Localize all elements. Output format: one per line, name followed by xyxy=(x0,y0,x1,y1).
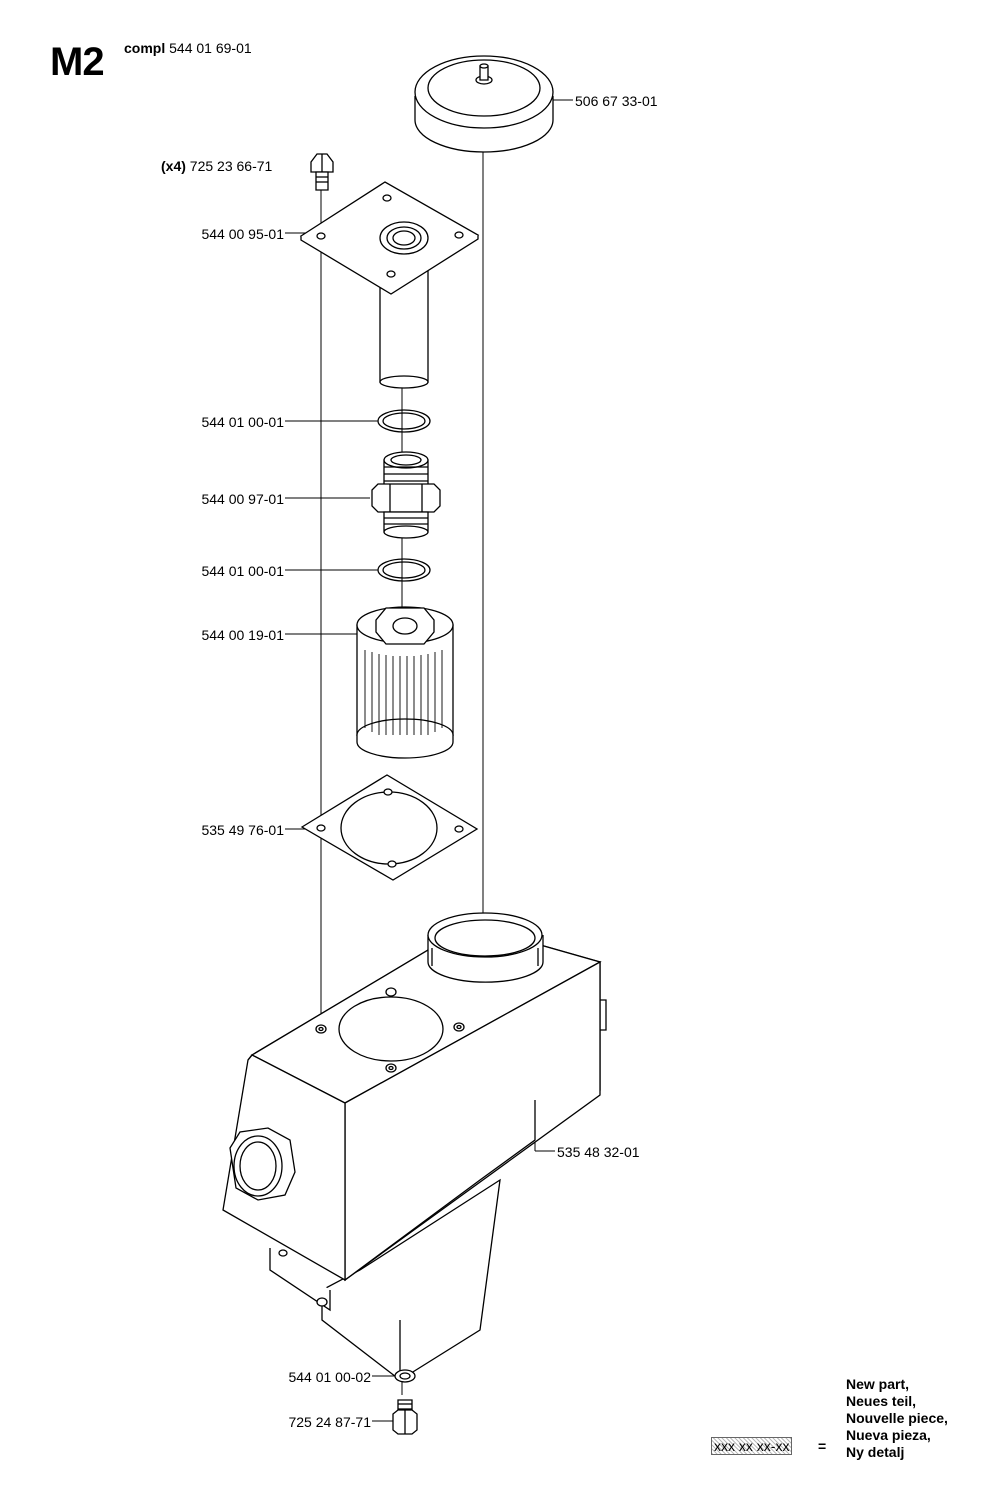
oring-upper-part xyxy=(378,410,430,432)
compl-number: 544 01 69-01 xyxy=(169,40,252,56)
part-label-flange-plate: 544 00 95-01 xyxy=(201,226,284,242)
new-part-legend: New part, Neues teil, Nouvelle piece, Nu… xyxy=(846,1376,948,1461)
flange-plate-part xyxy=(301,182,478,388)
part-qty-bolt-top: (x4) xyxy=(161,158,186,174)
oring-lower-part xyxy=(378,559,430,581)
legend-equals: = xyxy=(818,1438,827,1454)
part-label-bolt-top: (x4) 725 23 66-71 xyxy=(161,158,272,174)
part-label-oring-lower: 544 01 00-01 xyxy=(201,563,284,579)
part-label-gasket: 535 49 76-01 xyxy=(201,822,284,838)
part-label-nipple: 544 00 97-01 xyxy=(201,491,284,507)
part-label-washer: 544 01 00-02 xyxy=(288,1369,371,1385)
part-label-oring-upper: 544 01 00-01 xyxy=(201,414,284,430)
nipple-part xyxy=(372,452,440,538)
legend-line: Ny detalj xyxy=(846,1444,905,1460)
compl-word: compl xyxy=(124,40,166,56)
assembly-number: compl 544 01 69-01 xyxy=(124,40,252,56)
legend-line: Nueva pieza, xyxy=(846,1427,931,1443)
legend-line: Neues teil, xyxy=(846,1393,917,1409)
legend-line: Nouvelle piece, xyxy=(846,1410,948,1426)
drain-plug-part xyxy=(393,1400,417,1434)
legend-sample-number: xxx xx xx-xx xyxy=(711,1437,793,1455)
filter-pleats xyxy=(365,650,442,739)
cap-part xyxy=(415,56,553,152)
legend-line: New part, xyxy=(846,1376,910,1392)
part-number-bolt-top: 725 23 66-71 xyxy=(189,158,273,174)
part-label-cap: 506 67 33-01 xyxy=(575,93,658,109)
washer-part xyxy=(395,1370,415,1382)
bolt-top-part xyxy=(311,154,333,190)
part-label-filter: 544 00 19-01 xyxy=(201,627,284,643)
part-label-drain-plug: 725 24 87-71 xyxy=(288,1414,371,1430)
gasket-part xyxy=(302,775,477,880)
leader-lines xyxy=(285,100,573,1421)
filter-part xyxy=(357,607,453,758)
page-title: M2 xyxy=(50,40,105,84)
tank-part xyxy=(223,913,606,1380)
part-label-tank: 535 48 32-01 xyxy=(557,1144,640,1160)
